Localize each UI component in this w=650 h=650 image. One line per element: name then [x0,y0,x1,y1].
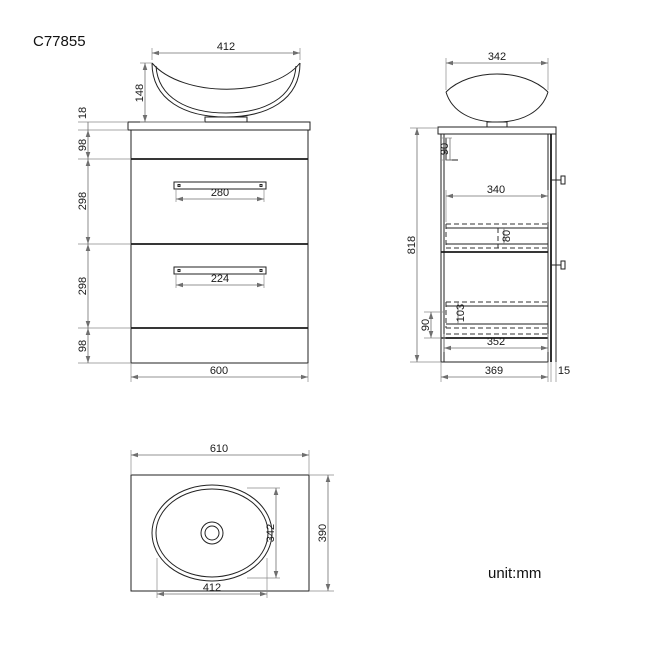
top-bowl-inner [155,488,269,578]
dim-side-bottom-inset: 90 [420,311,446,339]
dim-front-basin-height: 148 [134,62,205,123]
dim-side-lower-drawer-detail: 103 [455,302,467,324]
dim-front-lower-drawer-text: 298 [77,277,89,295]
front-cabinet-body [130,129,309,364]
dim-side-top-inset: 90 [439,137,452,161]
side-lower-drawer [445,301,548,335]
side-cabinet-body [440,133,549,363]
dim-front-top-band-text: 98 [77,139,89,151]
dim-top-bowl-width: 342 [247,487,280,579]
dim-side-upper-drawer-detail-text: 80 [501,230,513,242]
dim-side-cabinet-depth-text: 369 [485,365,503,377]
dim-side-back-projection-text: 15 [558,365,570,377]
top-bowl-outer [151,484,273,582]
dim-side-basin-depth-text: 342 [488,51,506,63]
dim-top-bowl-length-text: 412 [203,582,221,594]
top-drain-outer [200,521,224,545]
dim-side-lower-drawer-depth-text: 352 [487,336,505,348]
dim-side-lower-drawer-detail-text: 103 [455,304,467,322]
dim-top-counter-width-text: 610 [210,443,228,455]
dim-front-basin-height-text: 148 [134,84,146,102]
dim-side-top-inset-text: 90 [439,143,451,155]
top-drain-inner [204,525,220,541]
dim-front-vertical-chain: 18 98 298 298 98 [77,107,131,364]
dim-front-basin-width: 412 [151,41,301,60]
dim-front-upper-handle-width: 280 [175,187,265,202]
dim-side-cabinet-depth: 369 15 [440,362,570,382]
dim-top-counter-width: 610 [130,443,310,475]
dim-side-lower-drawer-depth: 352 [443,334,549,352]
dim-side-total-height: 818 [406,127,441,363]
dim-side-basin-depth: 342 [445,51,549,90]
top-plan-view: 610 390 342 412 [130,443,334,598]
dim-side-bottom-inset-text: 90 [420,319,432,331]
side-lower-handle-nub[interactable] [551,260,566,270]
dim-front-countertop-thickness-text: 18 [77,107,89,119]
front-lower-drawer-handle[interactable] [173,266,267,275]
dim-front-plinth-text: 98 [77,340,89,352]
dim-side-upper-drawer-detail: 80 [501,228,513,244]
dim-front-lower-handle-width: 224 [175,273,265,288]
dim-top-bowl-length: 412 [156,558,268,598]
dim-front-lower-handle-text: 224 [211,273,229,285]
dim-side-total-height-text: 818 [406,236,418,254]
model-code-label: C77855 [33,33,86,50]
dim-top-bowl-width-text: 342 [265,524,277,542]
front-upper-drawer-handle[interactable] [173,181,267,190]
dim-front-upper-handle-text: 280 [211,187,229,199]
dim-front-upper-drawer-text: 298 [77,192,89,210]
unit-note-label: unit:mm [488,565,541,582]
dim-front-cabinet-width: 600 [130,363,309,382]
dim-side-upper-drawer-depth: 340 [445,184,549,222]
dim-top-counter-depth-text: 390 [317,524,329,542]
dim-side-upper-drawer-depth-text: 340 [487,184,505,196]
dim-front-cabinet-width-text: 600 [210,365,228,377]
front-elevation-view: 412 148 18 98 298 [77,41,311,382]
side-upper-handle-nub[interactable] [551,175,566,185]
top-counter-outline [130,474,310,592]
dim-top-counter-depth: 390 [309,474,334,592]
side-upper-drawer [445,223,548,249]
side-elevation-view: 342 818 90 340 80 [406,51,570,382]
dim-front-basin-width-text: 412 [217,41,235,53]
